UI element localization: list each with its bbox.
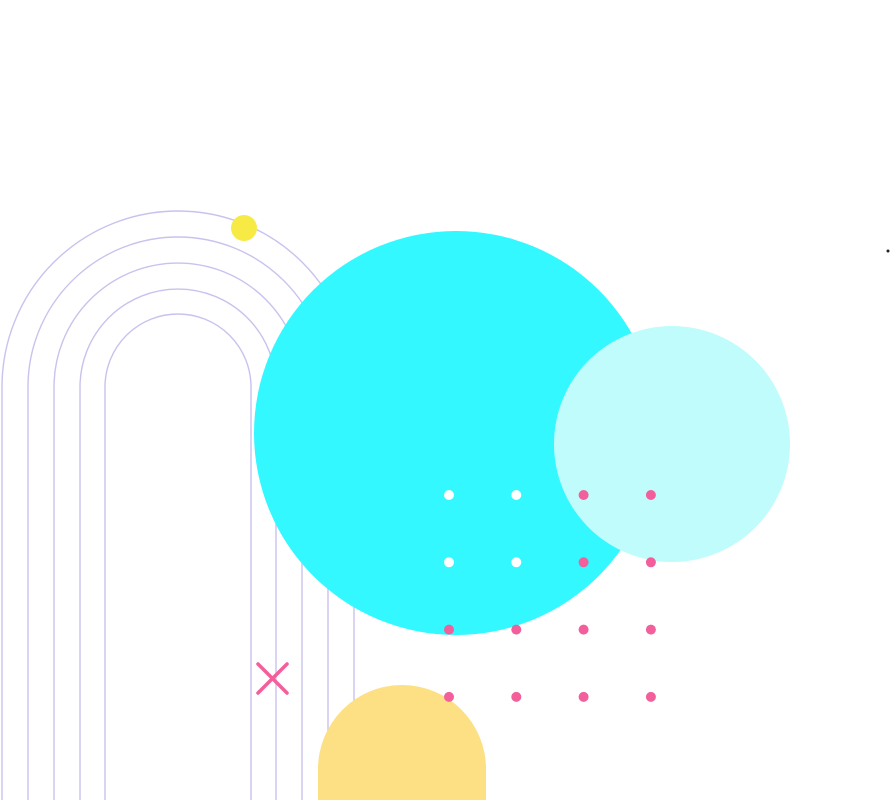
pink-dot [578, 490, 589, 500]
pink-dot [645, 557, 656, 568]
tiny-speck [886, 249, 890, 253]
pink-dot [511, 691, 522, 702]
pink-dot [444, 691, 454, 702]
light-cyan-circle [554, 326, 790, 562]
pink-dot [578, 624, 589, 635]
pink-dot [578, 691, 589, 702]
arch-line [104, 313, 252, 800]
yellow-pill-shape [318, 685, 486, 800]
pink-dot [645, 624, 656, 635]
arch-line [79, 288, 277, 800]
pink-dot [645, 691, 656, 702]
white-dot [444, 490, 454, 500]
pink-dot [511, 624, 522, 635]
yellow-dot [231, 215, 257, 241]
pink-cross-icon [256, 662, 289, 695]
arch-line [53, 262, 303, 800]
pink-dot [444, 624, 454, 635]
pink-dot [578, 557, 589, 568]
large-cyan-circle [254, 231, 658, 635]
white-dot [511, 557, 522, 568]
white-dot [511, 490, 522, 500]
pink-dot [645, 490, 656, 500]
white-dot [444, 557, 454, 568]
dot-grid [444, 490, 656, 702]
